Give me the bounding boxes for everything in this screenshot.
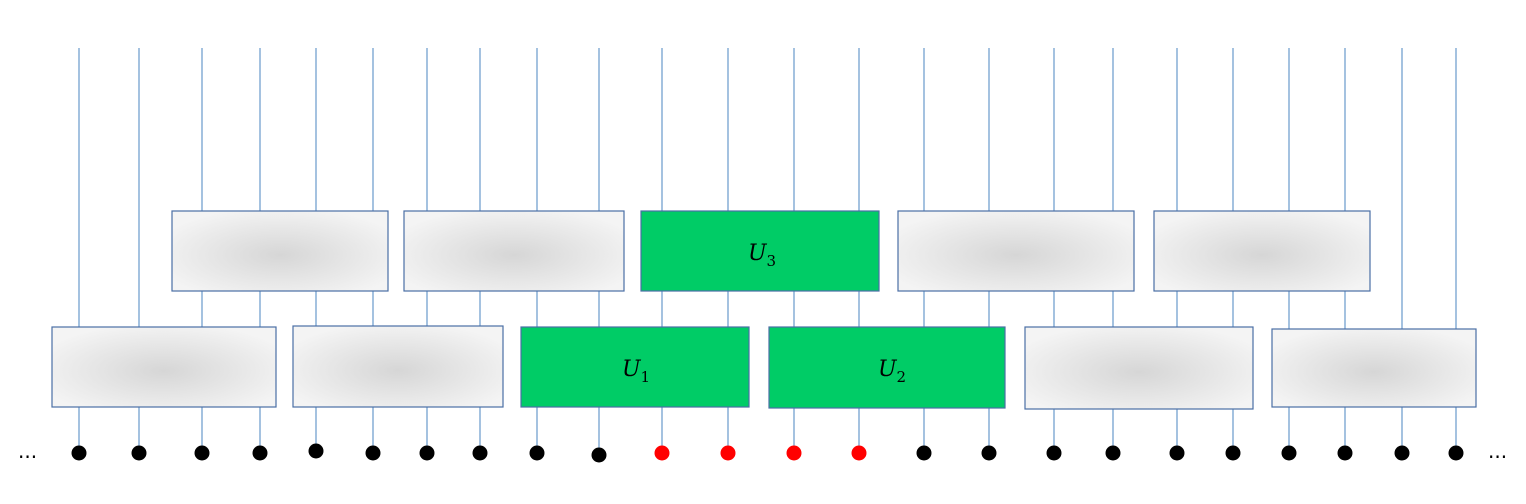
qubit-dot bbox=[131, 445, 147, 461]
qubit-dot bbox=[472, 445, 488, 461]
gate-box bbox=[292, 325, 504, 408]
gate-u2-label: U2 bbox=[878, 357, 906, 386]
gate-box bbox=[403, 210, 625, 292]
qubit-dot bbox=[591, 447, 607, 463]
qubit-dot bbox=[1448, 445, 1464, 461]
gate-u2 bbox=[768, 326, 1006, 409]
gate-box bbox=[1153, 210, 1371, 292]
qubit-dot bbox=[1225, 445, 1241, 461]
gate-box bbox=[1271, 328, 1477, 408]
ellipsis-right: ... bbox=[1488, 439, 1507, 463]
gate-box bbox=[1024, 326, 1254, 410]
gate-box bbox=[171, 210, 389, 292]
qubit-dot bbox=[194, 445, 210, 461]
qubit-dot bbox=[1046, 445, 1062, 461]
qubit-dot bbox=[1337, 445, 1353, 461]
qubit-dot-highlighted bbox=[851, 445, 867, 461]
qubit-dot-highlighted bbox=[654, 445, 670, 461]
qubit-dot bbox=[365, 445, 381, 461]
qubit-dot bbox=[252, 445, 268, 461]
qubit-dot bbox=[529, 445, 545, 461]
gate-u3-label: U3 bbox=[748, 241, 776, 270]
gate-u3 bbox=[640, 210, 880, 292]
qubit-dot bbox=[1169, 445, 1185, 461]
qubit-dot bbox=[419, 445, 435, 461]
qubit-dot bbox=[981, 445, 997, 461]
qubit-dot bbox=[1281, 445, 1297, 461]
qubit-dot-highlighted bbox=[720, 445, 736, 461]
qubit-dot bbox=[916, 445, 932, 461]
ellipsis-left: ... bbox=[18, 439, 37, 463]
gate-u1-label: U1 bbox=[622, 357, 650, 386]
gate-box bbox=[51, 326, 277, 408]
qubit-dot bbox=[308, 443, 324, 459]
qubit-row bbox=[71, 443, 1464, 463]
qubit-dot-highlighted bbox=[786, 445, 802, 461]
qubit-dot bbox=[71, 445, 87, 461]
qubit-dot bbox=[1394, 445, 1410, 461]
qubit-dot bbox=[1105, 445, 1121, 461]
gate-box bbox=[897, 210, 1135, 292]
gate-u1 bbox=[520, 326, 750, 408]
